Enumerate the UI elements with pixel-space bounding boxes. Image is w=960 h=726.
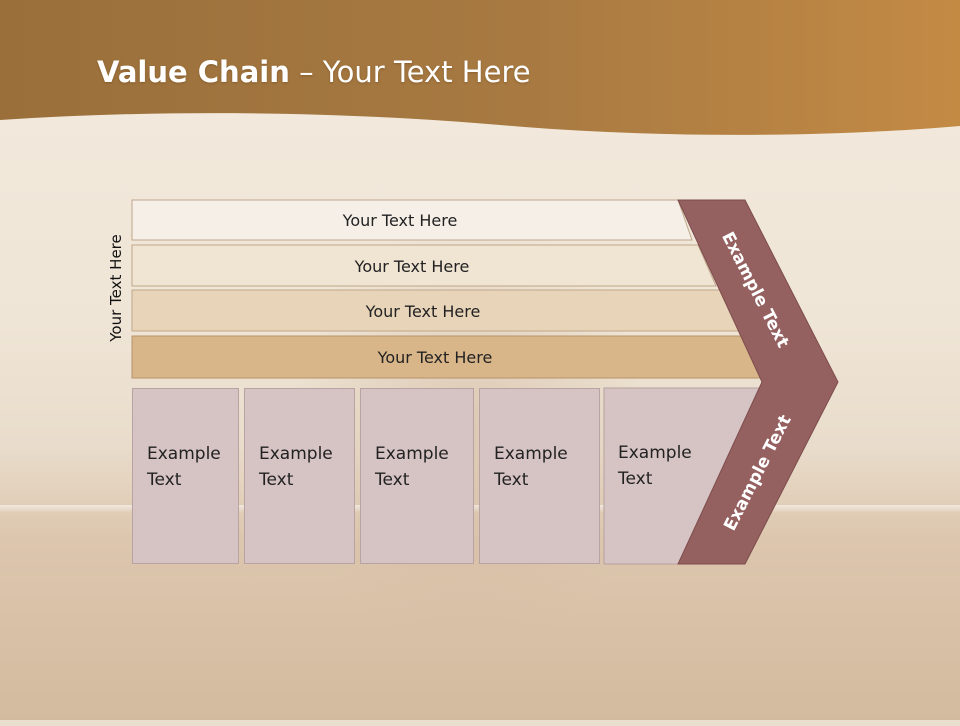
bar-shape-2 bbox=[131, 244, 717, 287]
column-4-line2: Text bbox=[494, 470, 529, 490]
column-1-line1: Example bbox=[147, 444, 221, 464]
column-2: Example Text bbox=[244, 388, 355, 564]
bar-2: Your Text Here bbox=[132, 246, 716, 286]
column-1-line2: Text bbox=[147, 470, 182, 490]
column-3-line2: Text bbox=[375, 470, 410, 490]
bar-4-label: Your Text Here bbox=[377, 347, 493, 367]
title-rest: – Your Text Here bbox=[289, 55, 531, 89]
bar-4: Your Text Here bbox=[132, 337, 762, 377]
title-bold: Value Chain bbox=[97, 55, 290, 89]
column-3: Example Text bbox=[360, 388, 474, 564]
slide-title: Value Chain – Your Text Here bbox=[97, 55, 531, 89]
bar-2-label: Your Text Here bbox=[354, 256, 470, 276]
chevron-upper-label: Example Text bbox=[717, 229, 793, 351]
bar-1: Your Text Here bbox=[132, 200, 692, 240]
column-3-line1: Example bbox=[375, 444, 449, 464]
column-2-line2: Text bbox=[259, 470, 294, 490]
margin-chevron bbox=[677, 199, 839, 565]
column-5: Example Text bbox=[604, 388, 724, 564]
column-4: Example Text bbox=[479, 388, 600, 564]
column-1: Example Text bbox=[132, 388, 239, 564]
header-band bbox=[0, 0, 960, 135]
column-4-line1: Example bbox=[494, 444, 568, 464]
bar-3: Your Text Here bbox=[132, 291, 738, 331]
bar-1-label: Your Text Here bbox=[342, 210, 458, 230]
bar-3-label: Your Text Here bbox=[365, 301, 481, 321]
column-5-line1: Example bbox=[618, 443, 692, 463]
column-5-line2: Text bbox=[618, 469, 653, 489]
chevron-lower-label: Example Text bbox=[720, 412, 796, 534]
bar-shape-1 bbox=[131, 199, 693, 241]
column-2-line1: Example bbox=[259, 444, 333, 464]
